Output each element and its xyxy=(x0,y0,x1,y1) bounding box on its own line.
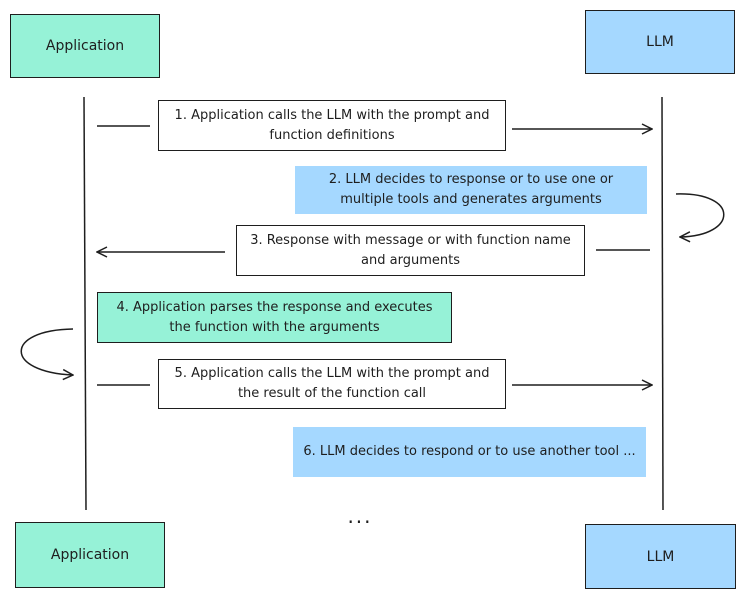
application-label: Application xyxy=(50,547,130,563)
application-participant-top: Application xyxy=(10,14,160,78)
step3-text: 3. Response with message or with functio… xyxy=(250,232,571,268)
step2-self-loop xyxy=(675,193,725,237)
step4-text: 4. Application parses the response and e… xyxy=(116,299,433,335)
step2-text: 2. LLM decides to response or to use one… xyxy=(328,172,614,207)
step5-text: 5. Application calls the LLM with the pr… xyxy=(174,366,490,401)
application-participant-bottom: Application xyxy=(15,522,165,588)
step6-note: 6. LLM decides to respond or to use anot… xyxy=(293,427,646,477)
step2-note: 2. LLM decides to response or to use one… xyxy=(295,166,647,214)
llm-participant-bottom: LLM xyxy=(585,524,736,589)
step6-text: 6. LLM decides to respond or to use anot… xyxy=(303,444,636,459)
step5-message: 5. Application calls the LLM with the pr… xyxy=(158,359,506,409)
llm-participant-top: LLM xyxy=(585,10,735,74)
step3-message: 3. Response with message or with functio… xyxy=(236,225,585,276)
llm-label: LLM xyxy=(646,34,674,50)
step1-message: 1. Application calls the LLM with the pr… xyxy=(158,100,506,151)
continuation-ellipsis: ... xyxy=(347,504,373,528)
step4-note: 4. Application parses the response and e… xyxy=(97,292,452,343)
application-lifeline xyxy=(83,96,87,511)
step4-self-loop xyxy=(20,328,73,375)
llm-label: LLM xyxy=(646,548,675,565)
llm-lifeline xyxy=(661,96,664,511)
application-label: Application xyxy=(45,38,125,54)
step1-text: 1. Application calls the LLM with the pr… xyxy=(174,107,490,143)
